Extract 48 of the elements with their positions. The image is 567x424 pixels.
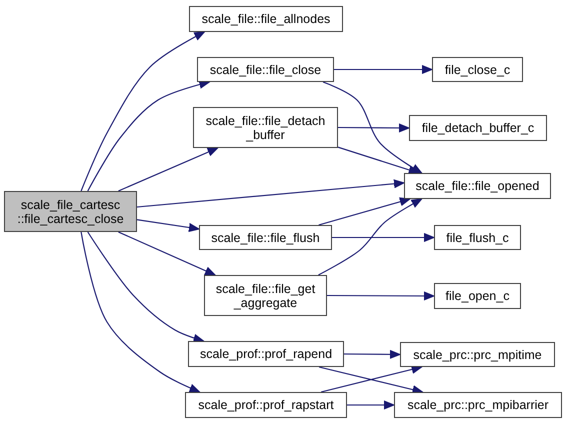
arrow [118, 148, 218, 192]
function-box [404, 173, 551, 199]
arrow [87, 80, 210, 192]
function-name: scale_file_cartesc ::file_cartesc_close [16, 198, 125, 226]
arrow [347, 400, 394, 410]
arrow [338, 146, 420, 174]
function-box [197, 57, 334, 82]
arrow [338, 123, 410, 132]
function-box [432, 57, 523, 82]
arrow [80, 232, 200, 392]
arrow [322, 81, 422, 174]
function-name: file_flush_c [446, 230, 509, 244]
arrow [87, 232, 204, 343]
function-name: scale_file::file_detach _buffer [204, 114, 326, 142]
arrow [327, 291, 434, 300]
arrow [136, 179, 404, 208]
function-box [4, 191, 137, 232]
function-name: scale_prc::prc_mpibarrier [407, 398, 549, 412]
arrow [334, 65, 432, 74]
function-box [394, 392, 562, 418]
function-name: scale_prof::prof_rapstart [198, 398, 334, 412]
arrow [332, 233, 434, 242]
arrow [318, 197, 410, 226]
function-name: scale_file::file_allnodes [202, 12, 330, 26]
arrow [318, 198, 422, 276]
function-box [400, 342, 555, 367]
arrow [80, 32, 205, 192]
function-box [193, 107, 338, 148]
arrow [118, 232, 216, 276]
function-name: scale_prc::prc_mpitime [413, 348, 542, 362]
function-name: file_close_c [444, 62, 510, 76]
function-name: file_open_c [446, 289, 510, 303]
function-name: scale_file::file_opened [416, 179, 540, 193]
arrow [136, 219, 200, 232]
function-box [434, 283, 521, 309]
function-box [188, 341, 344, 367]
function-box [434, 225, 521, 250]
function-box [204, 275, 327, 316]
arrow [344, 350, 400, 359]
function-name: scale_file::file_close [210, 62, 322, 76]
function-box [185, 392, 347, 418]
function-name: file_detach_buffer_c [422, 121, 534, 135]
function-name: scale_file::file_get _aggregate [214, 282, 316, 310]
function-box [409, 115, 547, 141]
function-name: scale_file::file_flush [211, 230, 320, 244]
function-name: scale_prof::prof_rapend [200, 347, 332, 361]
function-box [199, 225, 332, 250]
function-box [189, 6, 343, 32]
